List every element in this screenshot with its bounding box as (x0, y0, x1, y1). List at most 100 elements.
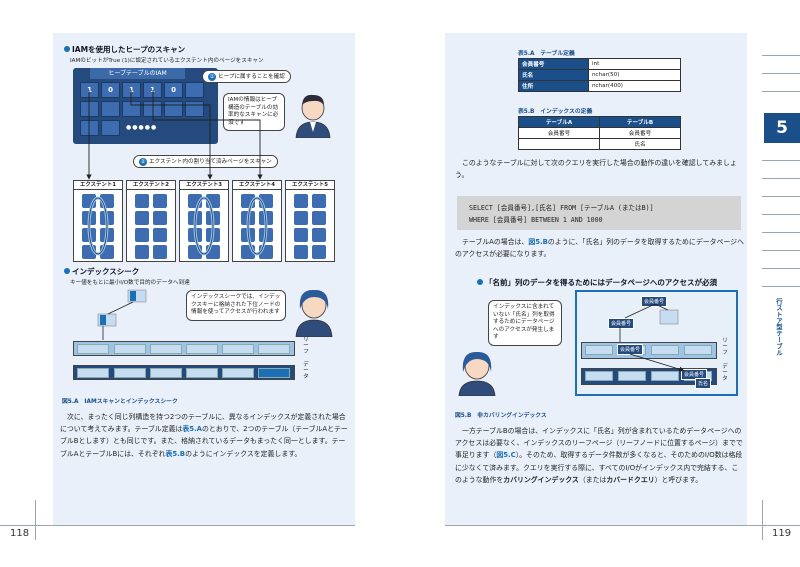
right-content-panel (445, 33, 747, 525)
page-block (294, 245, 308, 259)
page-block (135, 245, 149, 259)
extent-5-label: エクステント5 (285, 180, 335, 190)
text-run: のように、「氏名」列のデータを取得するためにデータページへのアクセスが必要になり… (455, 238, 744, 259)
extent-4-label: エクステント4 (232, 180, 282, 190)
data-cell (585, 371, 613, 381)
bullet-icon (64, 46, 70, 52)
table-a-caption: 表5.A テーブル定義 (518, 51, 575, 57)
woman-worried-avatar-icon (458, 351, 496, 396)
step-1-icon: ① (208, 73, 216, 81)
step-2-icon: ② (139, 158, 147, 166)
table-row: 会員番号会員番号 (518, 127, 681, 139)
iam-bit-4: 1 (143, 82, 162, 98)
table-cell: 会員番号 (518, 58, 589, 70)
iam-box-title: ヒープテーブルのIAM (90, 68, 185, 79)
page-block (135, 228, 149, 242)
page-number: 119 (772, 528, 792, 539)
fig-heading: 「名前」列のデータを得るためにはデータページへのアクセスが必須 (477, 277, 717, 288)
thumb-rule (762, 268, 800, 269)
woman-avatar-icon (295, 289, 333, 337)
thumb-rule (762, 91, 800, 92)
iam-bit-1: 1 (80, 82, 99, 98)
fig-bubble: インデックスに含まれていない「氏名」列を取得するためにデータページへのアクセスが… (488, 300, 562, 346)
leaf-cell (77, 344, 109, 354)
fig-data-label: データ (722, 364, 728, 382)
page-block (153, 211, 167, 225)
iam-cell (101, 120, 120, 136)
iam-cell (80, 120, 99, 136)
extent-5: エクステント5 (285, 180, 335, 262)
extent-2-body (126, 190, 176, 262)
thumb-rule (762, 73, 800, 74)
text-run: （または (578, 475, 607, 484)
thumb-rule (762, 250, 800, 251)
extent-1: エクステント1 (73, 180, 123, 262)
data-key-tag: 会員番号 (681, 369, 708, 380)
bullet-icon (64, 268, 70, 274)
index-key-tag-branch: 会員番号 (608, 318, 635, 329)
table-ref-link[interactable]: 表5.B (165, 449, 186, 458)
term-covered-query: カバードクエリ (606, 475, 655, 484)
index-seek-bubble: インデックスシークでは、インデックスキーに格納された下位ノードの情報を使ってアク… (186, 290, 286, 321)
bullet-icon (477, 279, 483, 285)
table-header: テーブルB (599, 116, 681, 128)
figure-caption: 図5.A IAMスキャンとインデックスシーク (62, 396, 178, 405)
leaf-cell (186, 344, 218, 354)
leaf-row (73, 341, 295, 356)
extent-2-label: エクステント2 (126, 180, 176, 190)
figure-caption: 図5.B 非カバリングインデックス (455, 410, 547, 419)
thumb-rule (762, 55, 800, 56)
data-cell-target (258, 368, 290, 378)
bottom-rule (445, 525, 800, 526)
page-block (153, 245, 167, 259)
index-tree (97, 289, 147, 340)
data-cell (77, 368, 109, 378)
table-ref-link[interactable]: 表5.A (182, 425, 203, 434)
page-block (312, 194, 326, 208)
fig-leaf-label: リーフ (722, 338, 728, 356)
left-page: 118 IAMを使用したヒープのスキャン IAMのビットがTrue (1)に設定… (0, 33, 355, 540)
leaf-cell (150, 344, 182, 354)
text-run: 次に、まったく同じ列構造を持つ2つのテーブルに、異なるインデックスが定義され (67, 413, 326, 421)
extent-2: エクステント2 (126, 180, 176, 262)
leaf-cell (114, 344, 146, 354)
table-cell: int (588, 58, 681, 70)
leaf-cell (651, 345, 679, 355)
page-block (312, 211, 326, 225)
data-cell (618, 371, 646, 381)
data-cell (222, 368, 254, 378)
table-cell: 会員番号 (599, 127, 681, 139)
page-block (294, 211, 308, 225)
table-cell: 氏名 (518, 69, 589, 81)
page-number: 118 (10, 528, 30, 539)
code-line: WHERE [会員番号] BETWEEN 1 AND 1000 (469, 216, 603, 224)
table-cell: 住所 (518, 80, 589, 92)
figure-ref-link[interactable]: 図5.C (496, 451, 516, 460)
leaf-cell (585, 345, 613, 355)
figure-ref-link[interactable]: 図5.B (528, 238, 548, 246)
thumb-rule (762, 178, 800, 179)
page-block (153, 194, 167, 208)
page-marker-line (35, 500, 36, 540)
thumb-rule (762, 160, 800, 161)
figure-caption-number: 図5.B (455, 413, 472, 419)
page-block (153, 228, 167, 242)
table-cell: 会員番号 (518, 127, 600, 139)
table-cell: nchar(50) (588, 69, 681, 81)
iam-cell (80, 101, 99, 117)
table-cell: 氏名 (599, 138, 681, 150)
data-name-tag: 氏名 (695, 378, 712, 389)
leaf-cell (258, 344, 290, 354)
index-seek-heading-text: インデックスシーク (72, 267, 140, 276)
right-paragraph-1: このようなテーブルに対して次のクエリを実行した場合の動作の違いを確認してみましょ… (455, 159, 737, 180)
fig-leaf-row (581, 342, 717, 359)
chapter-tab[interactable]: 5 (764, 113, 800, 143)
callout-heap-check-text: ヒープに属することを確認 (218, 74, 285, 80)
extent-3: エクステント3 (179, 180, 229, 262)
extent-1-body (73, 190, 123, 262)
iam-bit-5: 0 (164, 82, 183, 98)
